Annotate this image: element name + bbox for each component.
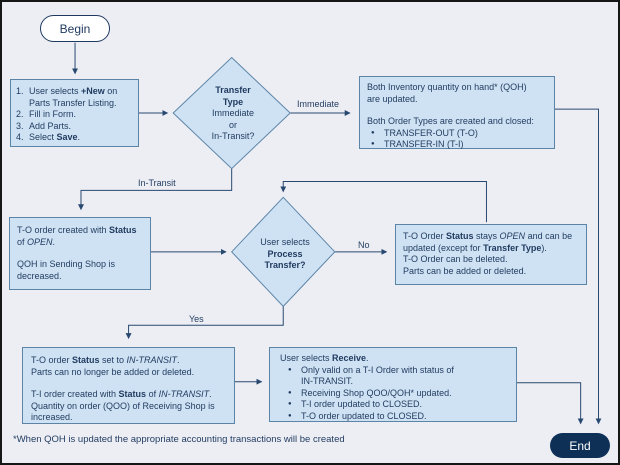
receive-header: User selects Receive. [280,353,369,363]
step-number: 3. [16,120,24,131]
receive-box: User selects Receive. Only valid on a T-… [269,347,517,422]
decision-process-transfer-shape [230,196,336,308]
footnote: *When QOH is updated the appropriate acc… [13,434,345,445]
bullet-item: T-I order updated to CLOSED. [280,399,510,411]
step-text: Add Parts. [29,120,72,131]
bullet-item: T-O order updated to CLOSED. [280,411,510,423]
bullet-item: TRANSFER-OUT (T-O) [367,128,547,140]
step-number: 4. [16,132,24,142]
step-text: Select Save. [29,132,81,142]
bullet-text: Only valid on a T-I Order with status of… [301,364,454,387]
step-number: 1. [16,86,24,96]
step-text: Fill in Form. [29,109,76,119]
yes-result-box: T-O order Status set to IN-TRANSIT.Parts… [22,347,235,424]
edge-no-loopback [280,180,487,223]
step-item: 2. Fill in Form. [16,109,134,121]
immediate-result-p2: Both Order Types are created and closed: [367,116,534,126]
bullet-item: TRANSFER-IN (T-I) [367,139,547,151]
bullet-item: Receiving Shop QOO/QOH* updated. [280,388,510,400]
edge-receive-to-end [513,382,584,425]
bullet-text: T-O order updated to CLOSED. [301,410,427,421]
begin-label: Begin [59,21,91,36]
bullet-text: TRANSFER-OUT (T-O) [384,127,478,138]
end-terminal: End [550,433,610,458]
step-item: 3. Add Parts. [16,121,134,133]
step-number: 2. [16,109,24,119]
bullet-item: Only valid on a T-I Order with status of… [280,365,510,388]
bullet-text: Receiving Shop QOO/QOH* updated. [301,387,452,398]
edge-label-in-transit: In-Transit [138,178,176,188]
edge-immediate-box-to-end [550,108,602,425]
edge-label-yes: Yes [189,314,204,324]
edge-label-no: No [358,240,370,250]
edge-yes [125,306,284,340]
step-item: 4. Select Save. [16,132,134,144]
immediate-result-p1: Both Inventory quantity on hand* (QOH)ar… [367,82,527,104]
immediate-result-box: Both Inventory quantity on hand* (QOH)ar… [359,76,555,149]
edge-label-immediate: Immediate [297,99,340,109]
yes-result-p2: T-I order created with Status of IN-TRAN… [31,389,215,422]
bullet-text: TRANSFER-IN (T-I) [384,139,464,149]
bullet-text: T-I order updated to CLOSED. [301,399,423,409]
yes-result-p1: T-O order Status set to IN-TRANSIT.Parts… [31,355,195,377]
edge-in-transit [78,168,233,211]
begin-terminal: Begin [40,15,110,42]
decision-transfer-type-shape [172,56,291,170]
end-label: End [569,438,591,453]
